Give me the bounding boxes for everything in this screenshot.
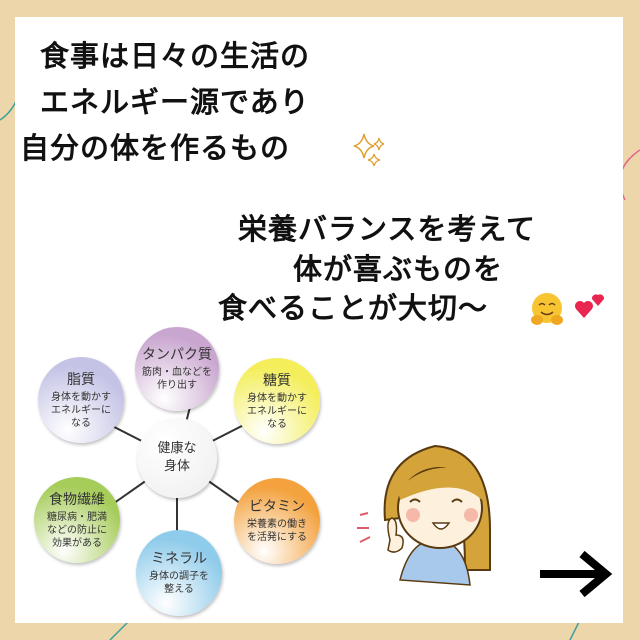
woman-illustration [357,444,491,586]
diagram-node-protein: タンパク質筋肉・血などを作り出す [135,327,219,411]
diagram-node-sugar: 糖質身体を動かすエネルギーになる [234,358,320,444]
hugging-face-icon [531,293,563,325]
diagram-node-fiber: 食物繊維糖尿病・肥満などの防止に効果がある [34,477,120,563]
next-arrow-icon[interactable] [538,548,614,600]
diagram-node-mineral: ミネラル身体の調子を整える [136,530,222,616]
sparkles-icon [353,133,385,167]
heading-line: エネルギー源であり [40,85,310,119]
heading-line: 食事は日々の生活の [40,39,311,73]
diagram-node-lipid: 脂質身体を動かすエネルギーになる [38,357,124,443]
two-hearts-icon [575,294,605,318]
diagram-center-healthy-body: 健康な身体 [137,418,217,498]
diagram-node-vitamin: ビタミン栄養素の働きを活発にする [234,478,320,564]
heading-line: 自分の体を作るもの [20,131,291,165]
heading-line: 体が喜ぶものを [293,252,504,286]
heading-line: 栄養バランスを考えて [238,212,536,246]
heading-line: 食べることが大切〜 [218,291,489,325]
